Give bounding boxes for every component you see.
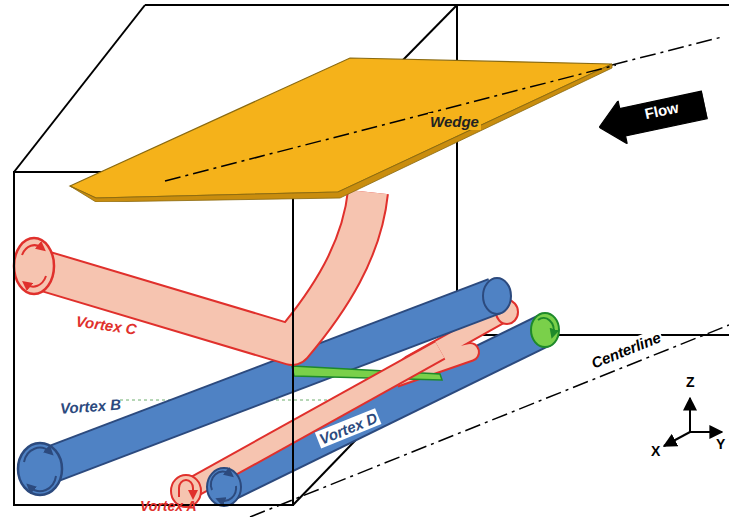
axis-label: Y [714,436,727,452]
wedge-plate-outline [68,56,616,202]
vortex-c-tube [14,192,368,345]
node-label: Wedge [428,113,481,130]
vortex-b-tube [18,278,511,495]
flow-arrow: Flow [595,83,710,148]
wedge-plate-shape [70,58,612,198]
front-face [14,172,293,505]
axis-label: X [649,443,662,459]
wedge-centerline [165,65,616,181]
wedge-plate: Wedge [68,56,616,202]
vortex-d-end [207,468,241,506]
axis-triad [664,398,722,446]
vortex-label: Vortex A [138,498,199,514]
wedge-centerline [612,37,722,65]
flow-arrow-shape [595,83,710,148]
vortex-a-tube [171,350,440,507]
vortex-label: Vortex B [57,395,123,417]
wedge-edge [70,64,612,202]
axis-label: Z [684,374,697,390]
test-section-box [14,5,729,505]
